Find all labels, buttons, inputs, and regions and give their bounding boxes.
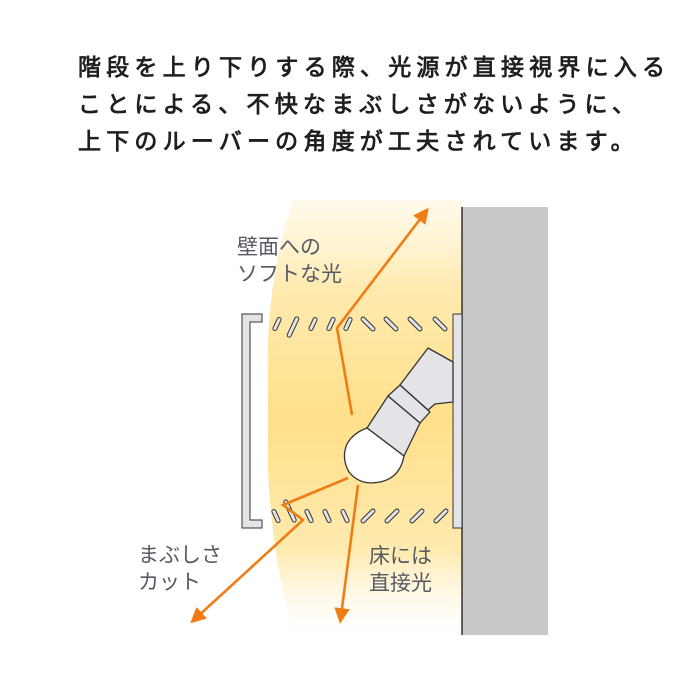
label-glare-cut: まぶしさ カット bbox=[138, 543, 222, 594]
headline-line-1: 階段を上り下りする際、光源が直接視界に入る bbox=[78, 55, 671, 81]
headline: 階段を上り下りする際、光源が直接視界に入る ことによる、不快なまぶしさがないよう… bbox=[78, 50, 678, 161]
headline-line-3: 上下のルーバーの角度が工夫されています。 bbox=[78, 129, 639, 155]
wall-soft-light-arrow bbox=[335, 207, 429, 416]
light-bulb-icon bbox=[343, 347, 454, 484]
wall bbox=[461, 207, 548, 635]
wall-plate bbox=[452, 313, 463, 529]
label-floor-direct-light: 床には 直接光 bbox=[369, 544, 432, 595]
glare-cut-arrow bbox=[190, 476, 349, 624]
headline-line-2: ことによる、不快なまぶしさがないように、 bbox=[78, 92, 641, 118]
bulb bbox=[343, 427, 405, 484]
floor-direct-light-arrow bbox=[334, 484, 360, 624]
label-wall-soft-light: 壁面への ソフトな光 bbox=[237, 235, 342, 286]
light-cone bbox=[268, 200, 462, 640]
lower-louvers bbox=[271, 499, 449, 524]
fixture-frame-left bbox=[241, 313, 263, 529]
light-arrows bbox=[190, 207, 429, 624]
upper-louvers bbox=[272, 316, 448, 338]
